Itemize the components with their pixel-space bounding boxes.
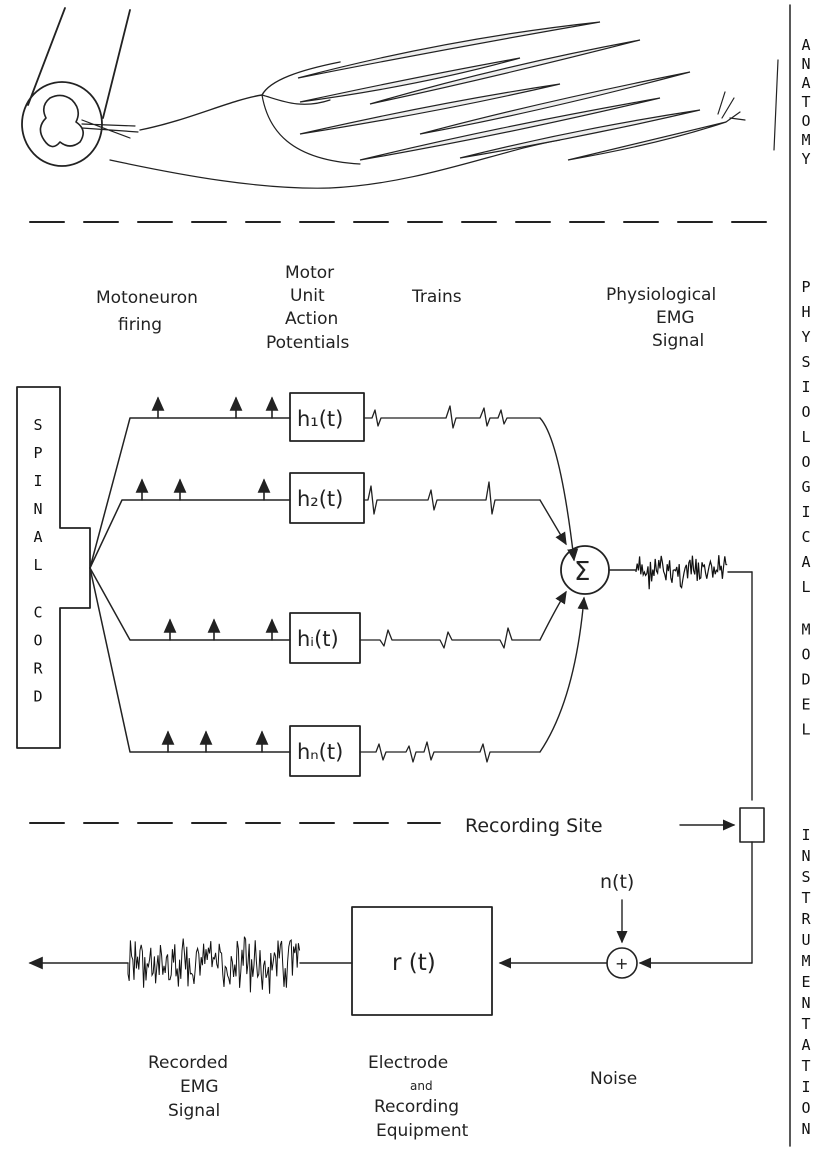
muap-trains [360,406,540,762]
header-motoneuron-line2: firing [118,315,162,335]
recording-site-label: Recording Site [465,815,603,837]
header-muap-line2: Unit [290,286,325,306]
header-muap-line3: Action [285,309,338,329]
physiological-emg-signal [609,555,752,800]
label-electrode-line2: and [410,1079,433,1093]
header-muap-line4: Potentials [266,333,349,353]
train-1 [364,406,540,428]
train-4 [360,742,540,762]
header-motoneuron-line1: Motoneuron [96,288,198,308]
label-recorded-line2: EMG [180,1077,219,1097]
adder-symbol: + [615,954,628,973]
bottom-labels: Recorded EMG Signal Electrode and Record… [148,1053,637,1141]
label-electrode-line4: Equipment [376,1121,469,1141]
header-phys-line3: Signal [652,331,704,351]
label-electrode-line1: Electrode [368,1053,448,1073]
train-2 [364,482,540,514]
firing-impulses [142,398,272,752]
header-trains: Trains [411,287,462,307]
recorded-emg-signal [128,937,300,994]
train-3 [360,628,540,648]
filter-label-hn: hₙ(t) [297,740,343,764]
recorder-label: r (t) [392,950,436,976]
header-phys-line2: EMG [656,308,695,328]
filter-label-h2: h₂(t) [297,487,343,511]
filter-label-h1: h₁(t) [297,407,343,431]
label-recorded-line1: Recorded [148,1053,228,1073]
header-muap-line1: Motor [285,263,334,283]
header-phys-line1: Physiological [606,285,716,305]
filter-boxes: h₁(t) h₂(t) hᵢ(t) hₙ(t) [290,393,364,776]
filter-label-hi: hᵢ(t) [297,627,339,651]
label-noise: Noise [590,1069,637,1089]
recording-site-box [740,808,764,842]
label-electrode-line3: Recording [374,1097,459,1117]
summation-symbol: Σ [574,557,590,587]
motoneuron-branches [90,418,290,752]
column-headers: Motoneuron firing Motor Unit Action Pote… [96,263,716,353]
anatomy-sketch [22,8,778,188]
noise-symbol: n(t) [600,871,634,893]
label-recorded-line3: Signal [168,1101,220,1121]
